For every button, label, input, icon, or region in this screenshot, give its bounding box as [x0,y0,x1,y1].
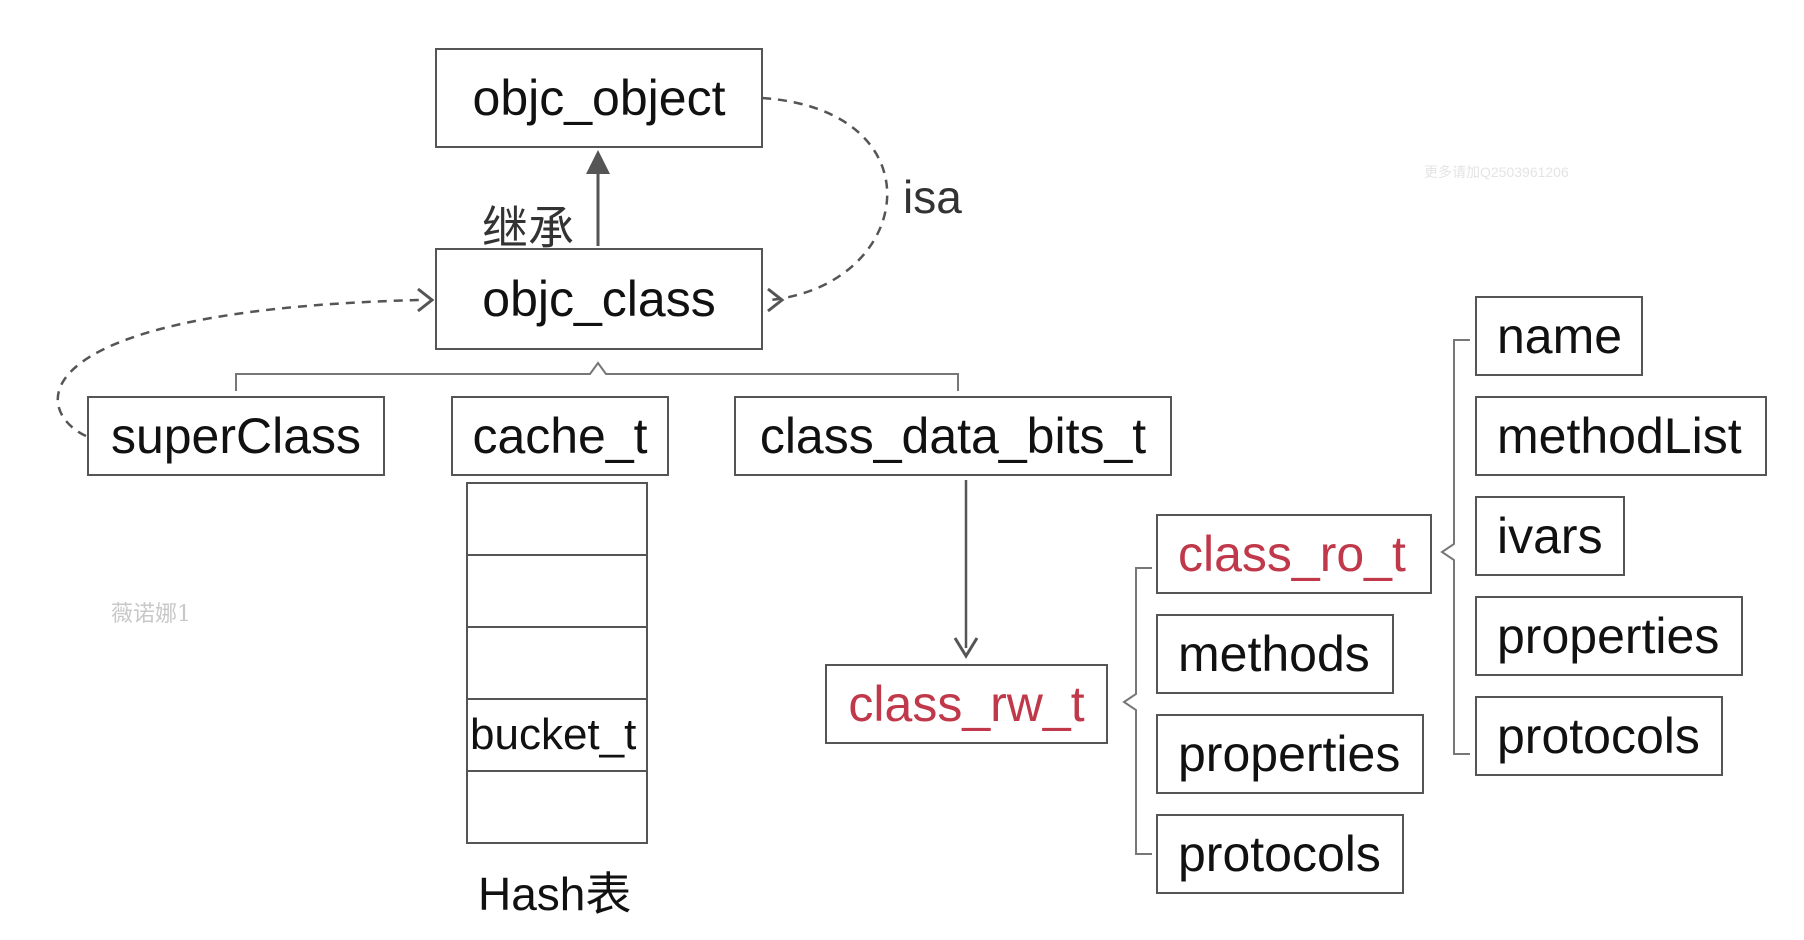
objc-object-node: objc_object [435,48,763,148]
ro-protocols-node: protocols [1475,696,1723,776]
isa-arrow-head [767,287,785,313]
bucket-t-label: bucket_t [470,710,637,759]
rw-methods-node: methods [1156,614,1394,694]
bits-to-rw-head [953,637,979,659]
isa-label: isa [903,171,962,223]
ro-properties-label: properties [1497,608,1720,664]
rw-properties-node: properties [1156,714,1424,794]
ro-name-label: name [1497,308,1623,364]
rw-members-brace [1122,567,1152,855]
cache-t-label: cache_t [472,408,648,464]
hash-table-cell [466,626,648,700]
rw-properties-label: properties [1178,726,1401,782]
class-ro-t-node: class_ro_t [1156,514,1432,594]
rw-methods-label: methods [1178,626,1370,682]
ro-methodlist-node: methodList [1475,396,1767,476]
objc-class-node: objc_class [435,248,763,350]
inherit-arrow-head [586,150,610,174]
hash-table-caption: Hash表 [478,868,632,920]
superclass-arrow-head [417,287,435,313]
inherit-label: 继承 [482,202,574,254]
hash-table-cell [466,482,648,556]
superclass-label: superClass [110,408,362,464]
ro-properties-node: properties [1475,596,1743,676]
superclass-node: superClass [87,396,385,476]
class-members-brace [235,361,959,391]
superclass-dashed-curve [56,298,421,438]
hash-table-cell-bucket: bucket_t [466,698,648,772]
class-rw-t-label: class_rw_t [848,676,1085,732]
hash-table-cell [466,554,648,628]
ro-ivars-node: ivars [1475,496,1625,576]
ro-protocols-label: protocols [1497,708,1700,764]
cache-t-node: cache_t [451,396,669,476]
watermark-right: 更多请加Q2503961206 [1424,164,1569,180]
objc-class-label: objc_class [482,271,716,327]
hash-table-cell [466,770,648,844]
class-ro-t-label: class_ro_t [1178,526,1406,582]
rw-protocols-label: protocols [1178,826,1381,882]
ro-methodlist-label: methodList [1497,408,1742,464]
isa-dashed-curve [761,96,889,302]
ro-members-brace [1440,339,1470,755]
class-data-bits-t-node: class_data_bits_t [734,396,1172,476]
class-rw-t-node: class_rw_t [825,664,1108,744]
class-data-bits-t-label: class_data_bits_t [759,408,1147,464]
objc-object-label: objc_object [472,70,726,126]
ro-name-node: name [1475,296,1643,376]
rw-protocols-node: protocols [1156,814,1404,894]
watermark-left: 薇诺娜1 [111,602,191,627]
ro-ivars-label: ivars [1497,508,1603,564]
